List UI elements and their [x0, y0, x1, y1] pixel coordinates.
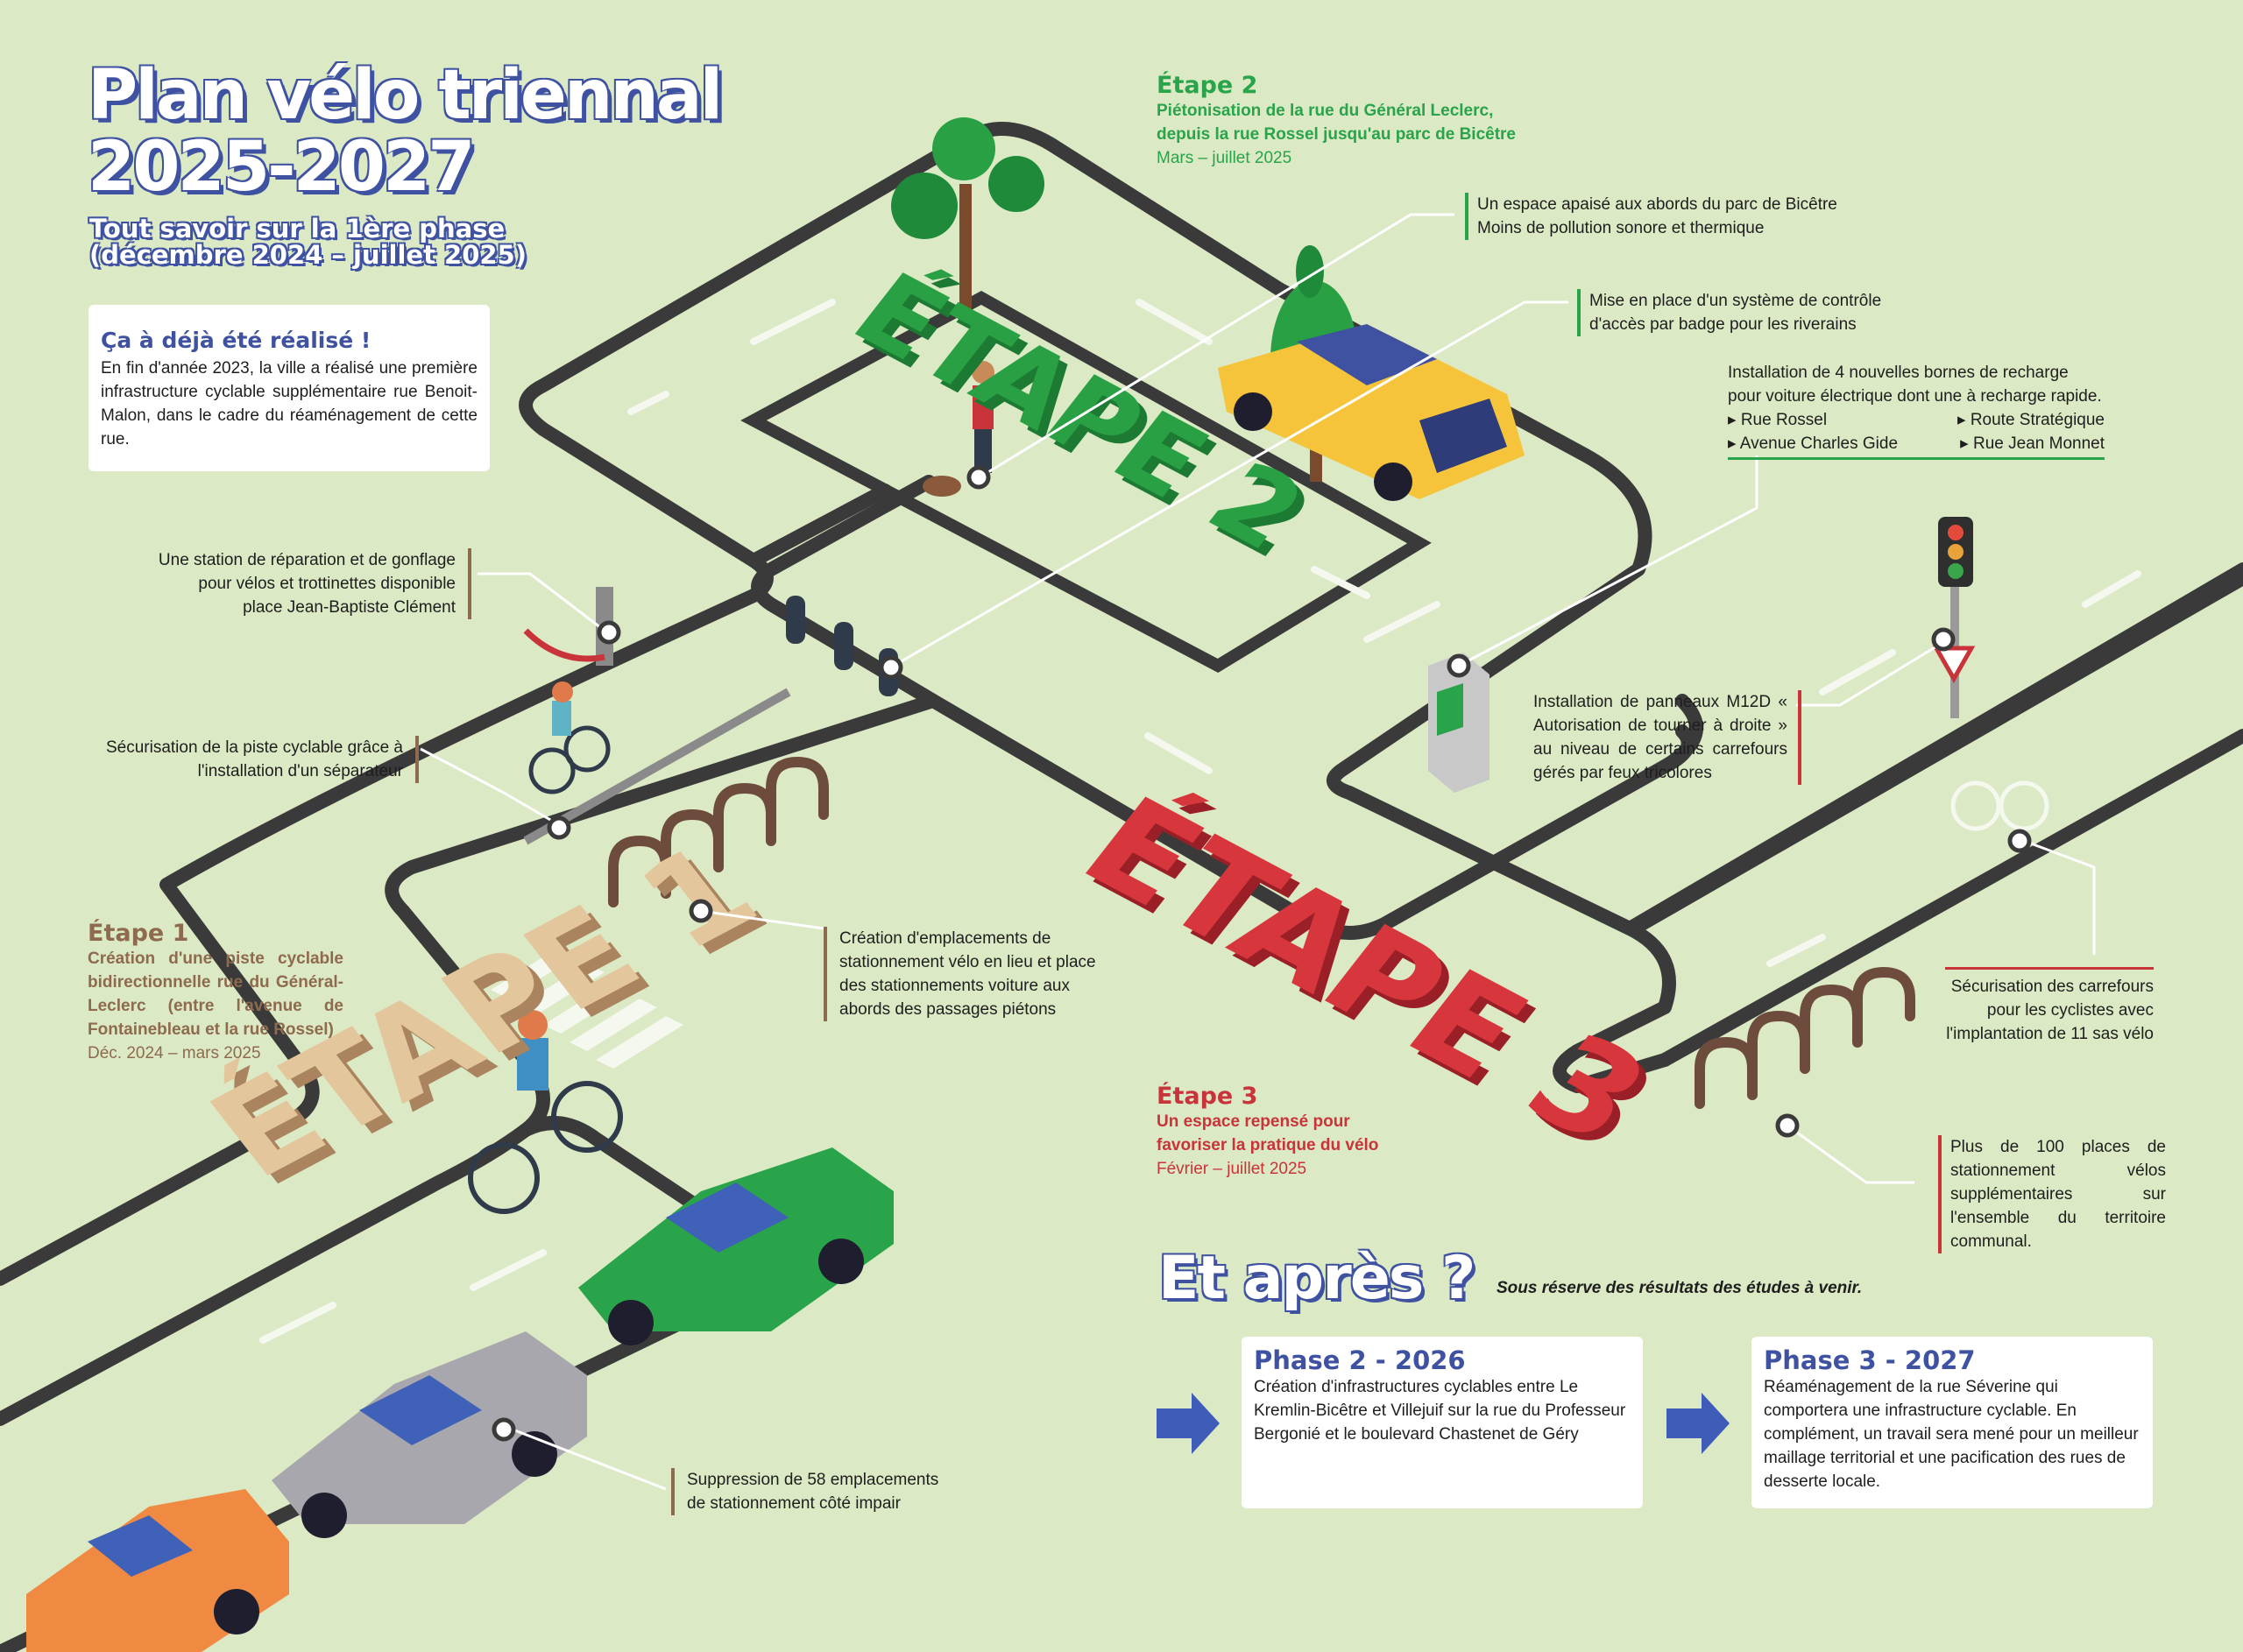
etape3-date: Février – juillet 2025 — [1157, 1160, 1307, 1178]
etape1-desc: Création d'une piste cyclable bidirectio… — [88, 950, 343, 1039]
note-charging-intro: Installation de 4 nouvelles bornes de re… — [1728, 364, 2102, 406]
bike-racks-etape1 — [608, 756, 829, 907]
etape2-block: Étape 2 Piétonisation de la rue du Génér… — [1157, 72, 1533, 170]
page-title: Plan vélo triennal 2025-2027 — [88, 56, 723, 207]
bollards — [786, 596, 898, 696]
orange-car — [26, 1489, 289, 1652]
charging-streets: ▸ Rue Rossel ▸ Route Stratégique ▸ Avenu… — [1728, 408, 2105, 460]
page-subtitle-line2: (décembre 2024 – juillet 2025) — [89, 240, 527, 270]
etape1-date: Déc. 2024 – mars 2025 — [88, 1044, 261, 1063]
traffic-light — [1932, 517, 1976, 718]
phase2-title: Phase 2 - 2026 — [1254, 1345, 1466, 1375]
phase3-title: Phase 3 - 2027 — [1764, 1345, 1976, 1375]
done-box-text: En fin d'année 2023, la ville a réalisé … — [101, 359, 478, 448]
crosswalk — [491, 946, 683, 1069]
page-title-line1: Plan vélo triennal — [88, 56, 723, 135]
etape3-block: Étape 3 Un espace repensé pour favoriser… — [1157, 1083, 1419, 1181]
phase2-text: Création d'infrastructures cyclables ent… — [1254, 1378, 1626, 1444]
page-subtitle-line1: Tout savoir sur la 1ère phase — [89, 214, 506, 244]
note-calm-space: Un espace apaisé aux abords du parc de B… — [1465, 193, 1845, 240]
pedestrian-area-outline — [740, 291, 1432, 674]
note-parking-removal: Suppression de 58 emplacements de statio… — [671, 1468, 950, 1515]
callout-markers — [492, 465, 2032, 1442]
bike-racks-etape3 — [1695, 966, 1915, 1109]
phase3-box: Phase 3 - 2027 Réaménagement de la rue S… — [1751, 1337, 2153, 1508]
etape2-desc: Piétonisation de la rue du Général Lecle… — [1157, 102, 1516, 144]
note-repair-station: Une station de réparation et de gonflage… — [158, 548, 471, 619]
note-badge-access: Mise en place d'un système de contrôle d… — [1577, 289, 1922, 336]
cyclists — [468, 681, 2049, 1214]
page-title-line2: 2025-2027 — [88, 128, 476, 207]
etape3-title: Étape 3 — [1157, 1083, 1258, 1110]
etape2-date: Mars – juillet 2025 — [1157, 149, 1292, 167]
note-sas-velo: Sécurisation des carrefours pour les cyc… — [1945, 967, 2154, 1046]
etape3-desc: Un espace repensé pour favoriser la prat… — [1157, 1112, 1379, 1154]
charging-street-4: ▸ Rue Jean Monnet — [1960, 434, 2105, 453]
phase3-text: Réaménagement de la rue Séverine qui com… — [1764, 1378, 2139, 1491]
ev-charging-station — [1428, 653, 1489, 793]
note-charging: Installation de 4 nouvelles bornes de re… — [1728, 361, 2105, 460]
after-title: Et après ? — [1158, 1244, 1475, 1313]
bike-lane-separator — [523, 688, 791, 845]
flow-arrows — [1157, 1393, 1730, 1454]
charging-street-2: ▸ Route Stratégique — [1957, 411, 2105, 429]
phase2-box: Phase 2 - 2026 Création d'infrastructure… — [1242, 1337, 1643, 1508]
yellow-car — [1218, 324, 1525, 501]
done-box: Ça à déjà été réalisé ! En fin d'année 2… — [88, 305, 490, 471]
note-separator: Sécurisation de la piste cyclable grâce … — [96, 736, 419, 783]
pedestrian-with-dog — [923, 361, 994, 497]
charging-street-3: ▸ Avenue Charles Gide — [1728, 434, 1899, 453]
green-car — [578, 1147, 894, 1345]
grey-car — [272, 1331, 587, 1538]
charging-street-1: ▸ Rue Rossel — [1728, 411, 1828, 429]
etape1-title: Étape 1 — [88, 920, 189, 947]
after-caveat: Sous réserve des résultats des études à … — [1497, 1279, 1863, 1297]
note-places-100: Plus de 100 places de stationnement vélo… — [1938, 1135, 2166, 1253]
etape1-block: Étape 1 Création d'une piste cyclable bi… — [88, 920, 343, 1065]
note-parking-creation: Création d'emplacements de stationnement… — [824, 927, 1102, 1021]
page-subtitle: Tout savoir sur la 1ère phase (décembre … — [89, 215, 527, 268]
leader-lines — [420, 213, 2096, 1491]
done-box-heading: Ça à déjà été réalisé ! — [101, 328, 371, 353]
note-m12d: Installation de panneaux M12D « Autorisa… — [1533, 690, 1801, 785]
etape2-title: Étape 2 — [1157, 72, 1258, 99]
